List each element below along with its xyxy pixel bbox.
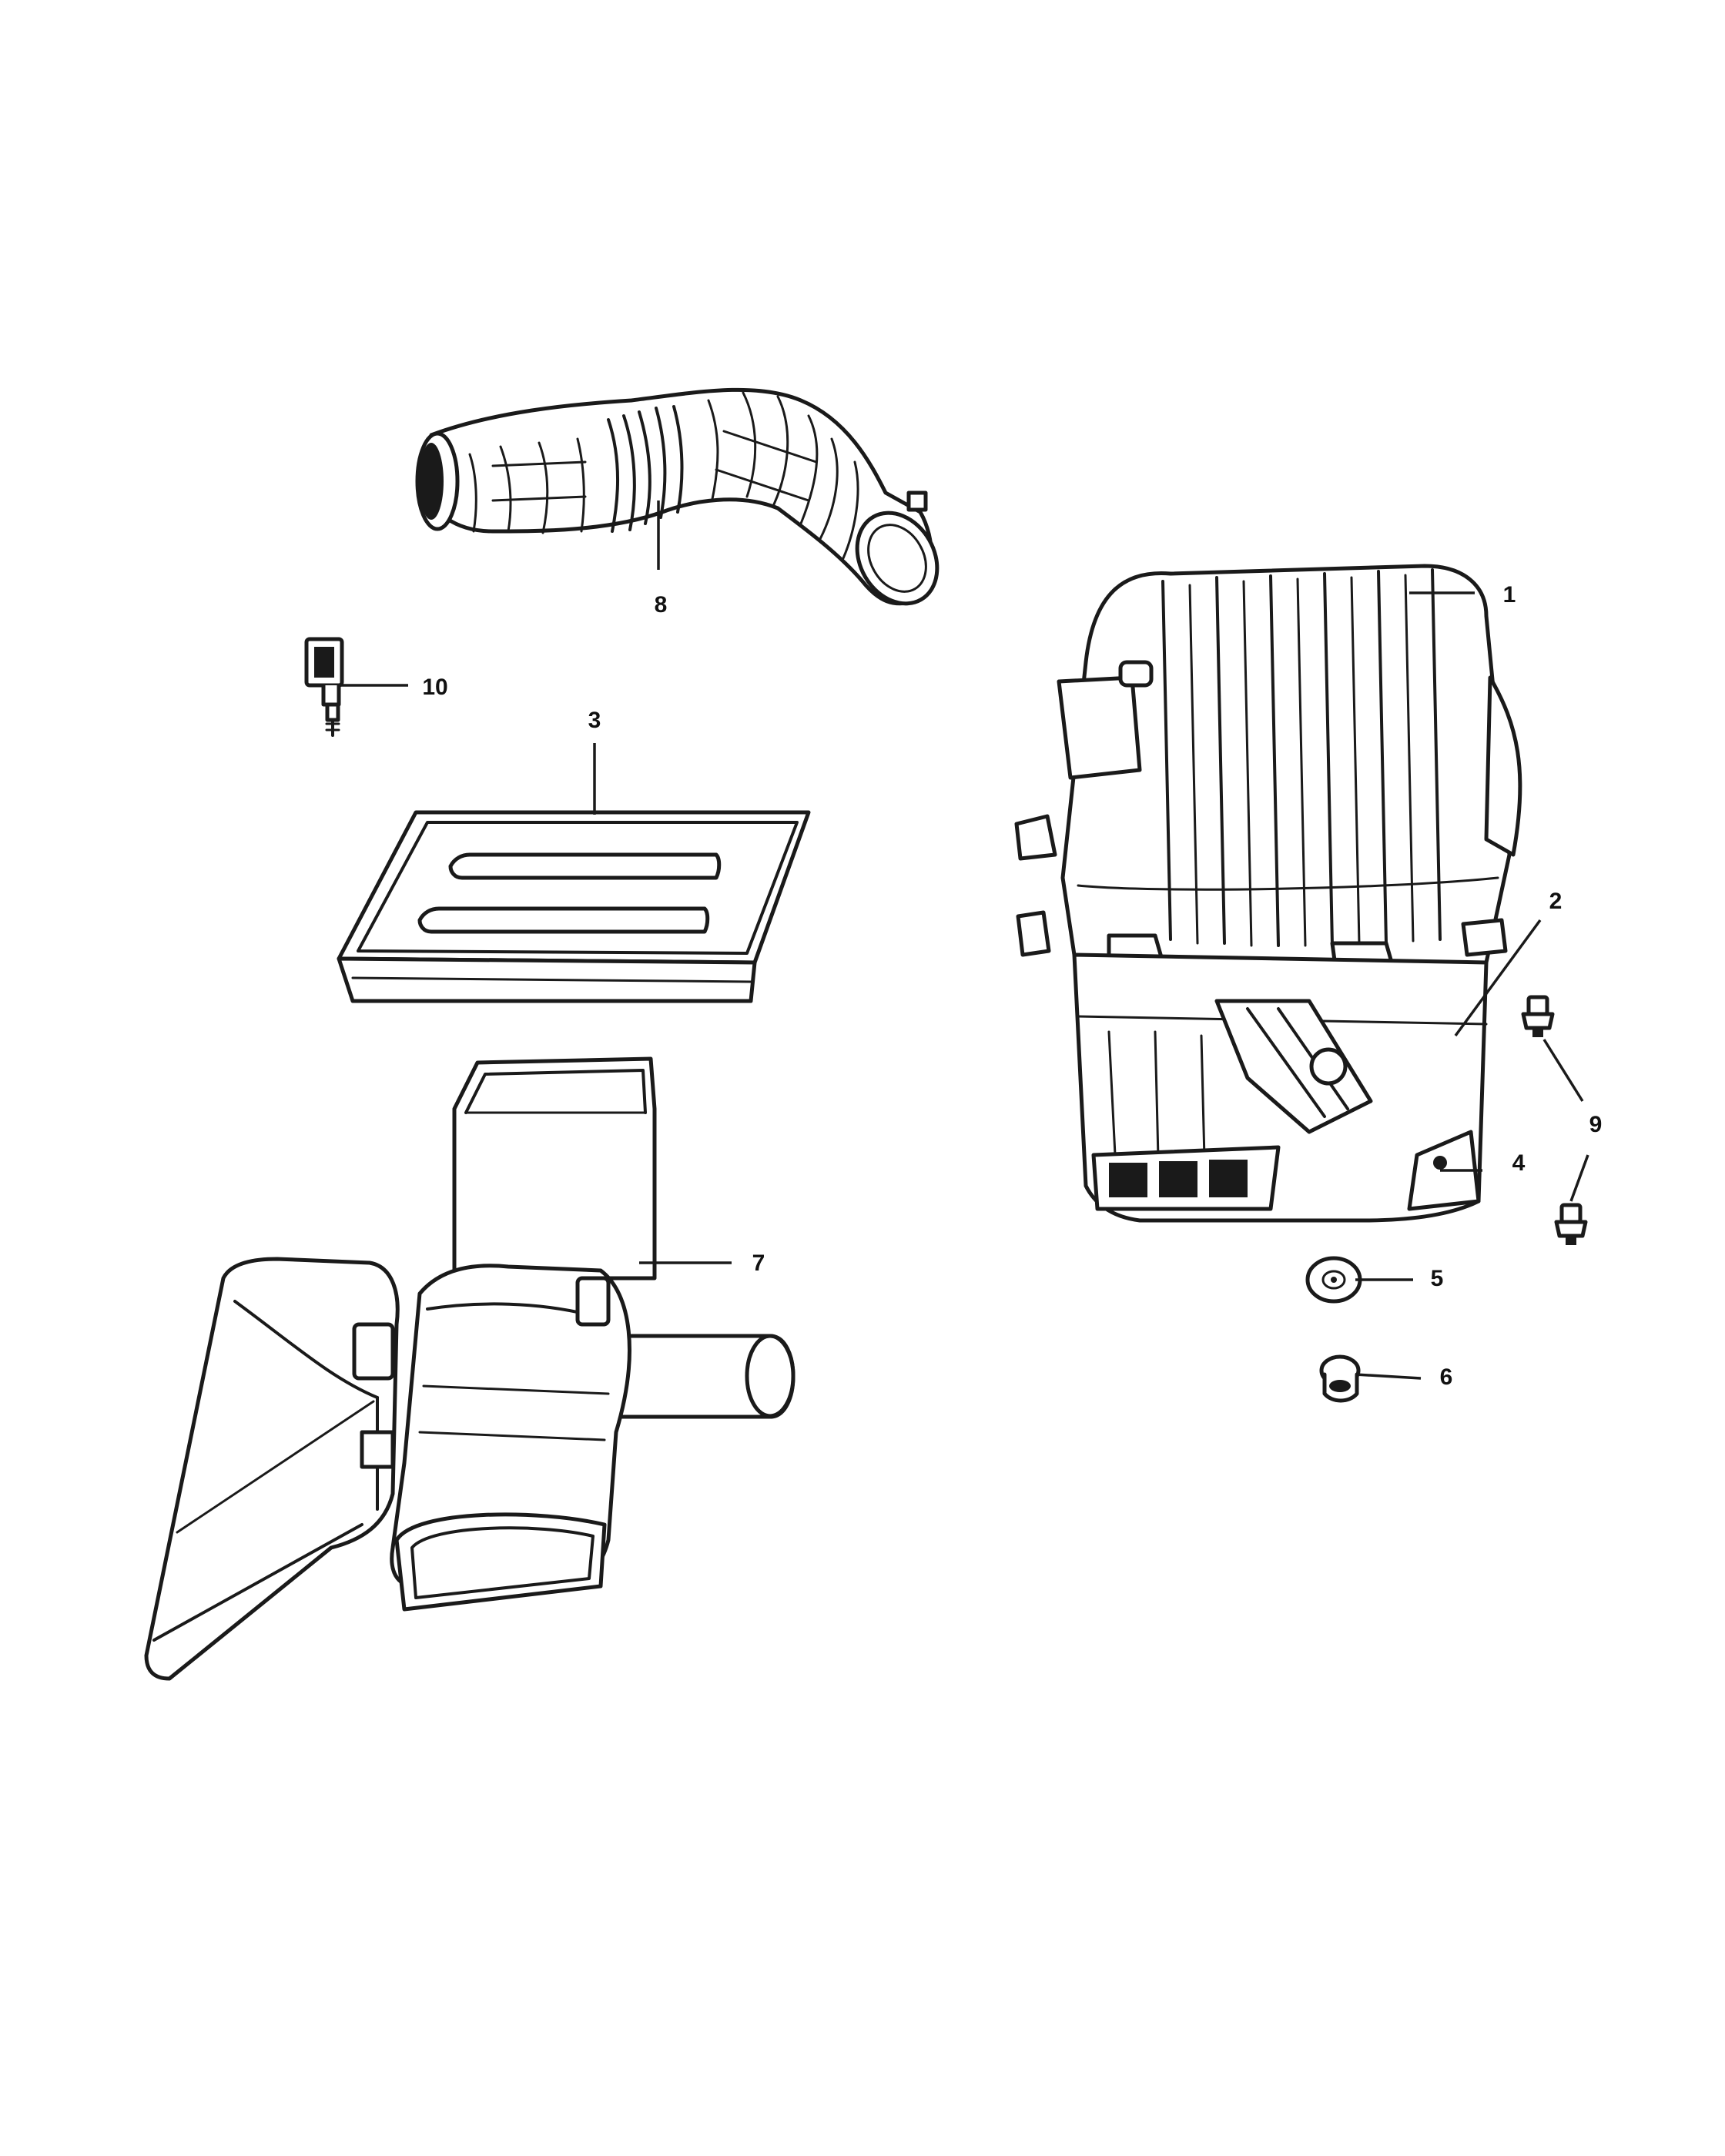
leader-2 — [1454, 919, 1542, 1037]
callout-9: 9 — [1589, 1112, 1603, 1137]
air-filter-element — [337, 810, 811, 1003]
callout-4: 4 — [1512, 1150, 1526, 1176]
air-temp-sensor — [304, 637, 344, 737]
air-cleaner-housing — [1014, 564, 1522, 1223]
fastener-upper — [1521, 995, 1555, 1037]
callout-8: 8 — [655, 592, 668, 618]
air-inlet-hose — [415, 387, 940, 606]
air-intake-duct — [144, 1056, 796, 1681]
callout-5: 5 — [1431, 1266, 1444, 1291]
callout-3: 3 — [588, 708, 601, 733]
isolator — [1319, 1354, 1361, 1403]
leader-9-lower — [1569, 1154, 1589, 1202]
callout-6: 6 — [1440, 1364, 1453, 1390]
fastener-lower — [1554, 1203, 1588, 1245]
leader-9-upper — [1542, 1039, 1584, 1102]
leader-6 — [1355, 1373, 1422, 1380]
callout-7: 7 — [752, 1250, 765, 1276]
grommet — [1305, 1256, 1362, 1304]
callout-1: 1 — [1503, 582, 1516, 608]
callout-10: 10 — [422, 675, 447, 700]
callout-2: 2 — [1549, 889, 1563, 914]
